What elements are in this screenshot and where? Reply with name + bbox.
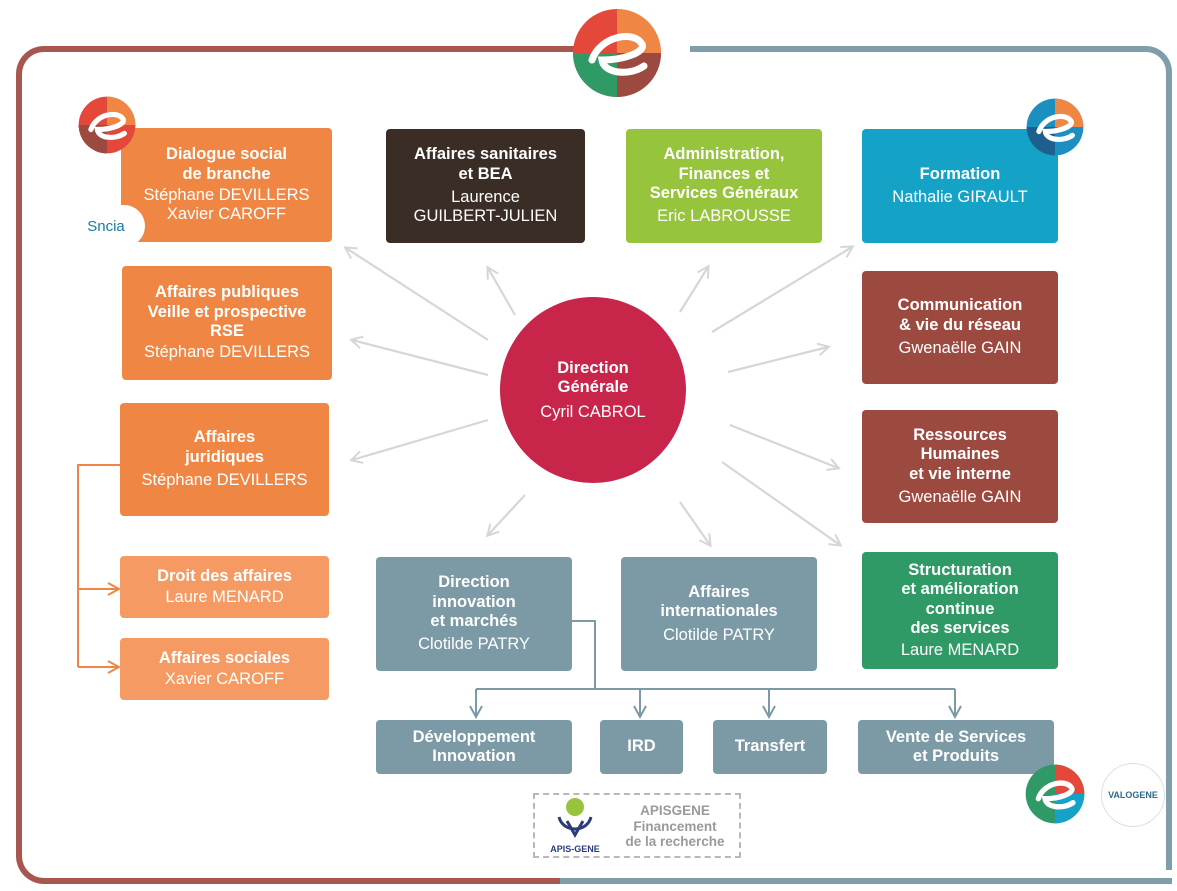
box-communication-title: Communication & vie du réseau	[897, 296, 1023, 334]
direction-generale-title: Direction Générale	[557, 358, 629, 396]
arrow-formation	[711, 247, 852, 333]
box-droit-names: Laure MENARD	[165, 588, 284, 606]
box-developpement-title: Développement Innovation	[412, 727, 536, 765]
juridiques-branch	[77, 464, 120, 667]
box-communication-names: Gwenaëlle GAIN	[898, 339, 1022, 358]
box-transfert: Transfert	[713, 720, 827, 774]
arrow-internationales	[679, 501, 710, 545]
apisgene-logo: APIS-GENE	[545, 797, 605, 855]
apisgene-text: APISGENE Financement de la recherche	[625, 803, 725, 850]
arrow-sanitaires	[488, 268, 516, 316]
box-droit-affaires: Droit des affaires Laure MENARD	[120, 556, 329, 618]
dialogue-e-logo	[78, 96, 136, 159]
box-formation-title: Formation	[919, 164, 1001, 183]
arrow-communication	[727, 347, 828, 374]
box-internationales-title: Affaires internationales	[660, 582, 778, 621]
box-direction-innovation: Direction innovation et marchés Clotilde…	[376, 557, 572, 671]
box-formation: Formation Nathalie GIRAULT	[862, 129, 1058, 243]
box-affaires-publiques: Affaires publiques Veille et prospective…	[122, 266, 332, 380]
box-formation-names: Nathalie GIRAULT	[892, 188, 1028, 206]
arrow-publiques	[352, 340, 489, 377]
frame-right-border	[690, 46, 1172, 76]
box-ird-title: IRD	[627, 737, 656, 756]
box-droit-title: Droit des affaires	[157, 566, 292, 585]
box-publiques-title: Affaires publiques Veille et prospective…	[147, 283, 307, 340]
box-rh-names: Gwenaëlle GAIN	[898, 487, 1022, 506]
box-vente-title: Vente de Services et Produits	[885, 727, 1027, 765]
box-dialogue-social: Dialogue social de branche Stéphane DEVI…	[121, 128, 332, 242]
box-internationales-names: Clotilde PATRY	[663, 625, 775, 644]
top-e-logo	[572, 8, 662, 103]
frame-right-side	[1166, 70, 1172, 870]
box-affaires-sanitaires: Affaires sanitaires et BEA Laurence GUIL…	[386, 129, 585, 243]
valogene-logo: VALOGENE	[1101, 763, 1165, 827]
arrow-juridiques	[352, 418, 489, 460]
valogene-logo-text: VALOGENE	[1108, 790, 1158, 800]
box-sociales-names: Xavier CAROFF	[164, 670, 285, 688]
box-innovation-title: Direction innovation et marchés	[430, 573, 518, 630]
box-structuration: Structuration et amélioration continue d…	[862, 552, 1058, 669]
apisgene-logo-text: APIS-GENE	[550, 844, 600, 854]
arrow-innovation	[488, 494, 526, 535]
box-innovation-names: Clotilde PATRY	[418, 635, 530, 654]
frame-bottom-border	[560, 878, 1172, 884]
vente-e-logo	[1025, 764, 1085, 829]
box-sanitaires-names: Laurence GUILBERT-JULIEN	[413, 188, 558, 226]
sncia-logo: Sncia	[67, 205, 145, 247]
box-juridiques-title: Affaires juridiques	[185, 428, 264, 466]
innovation-branch	[572, 620, 596, 689]
box-rh-title: Ressources Humaines et vie interne	[909, 425, 1011, 483]
box-dialogue-names: Stéphane DEVILLERS Xavier CAROFF	[143, 186, 310, 224]
box-administration: Administration, Finances et Services Gén…	[626, 129, 822, 243]
box-sanitaires-title: Affaires sanitaires et BEA	[413, 145, 558, 183]
box-ird: IRD	[600, 720, 683, 774]
direction-generale-circle: Direction Générale Cyril CABROL	[500, 297, 686, 483]
arrow-dialogue	[346, 248, 489, 341]
box-juridiques-names: Stéphane DEVILLERS	[141, 471, 308, 490]
box-ressources-humaines: Ressources Humaines et vie interne Gwena…	[862, 410, 1058, 523]
box-transfert-title: Transfert	[734, 737, 806, 756]
box-structuration-names: Laure MENARD	[900, 640, 1020, 659]
sncia-logo-text: Sncia	[87, 217, 125, 235]
box-publiques-names: Stéphane DEVILLERS	[143, 343, 311, 362]
box-affaires-internationales: Affaires internationales Clotilde PATRY	[621, 557, 817, 671]
direction-generale-name: Cyril CABROL	[540, 402, 646, 421]
box-structuration-title: Structuration et amélioration continue d…	[901, 560, 1019, 638]
frame-left-border	[16, 46, 576, 884]
arrow-structuration	[721, 461, 840, 545]
box-affaires-juridiques: Affaires juridiques Stéphane DEVILLERS	[120, 403, 329, 516]
box-developpement-innovation: Développement Innovation	[376, 720, 572, 774]
arrow-administration	[679, 267, 708, 313]
box-communication: Communication & vie du réseau Gwenaëlle …	[862, 271, 1058, 384]
arrow-rh	[729, 423, 838, 468]
box-sociales-title: Affaires sociales	[158, 648, 291, 667]
box-administration-title: Administration, Finances et Services Gén…	[649, 145, 799, 202]
box-affaires-sociales: Affaires sociales Xavier CAROFF	[120, 638, 329, 700]
box-administration-names: Eric LABROUSSE	[657, 207, 791, 226]
formation-e-logo	[1026, 98, 1084, 161]
box-vente-services: Vente de Services et Produits	[858, 720, 1054, 774]
box-dialogue-title: Dialogue social de branche	[165, 145, 288, 183]
